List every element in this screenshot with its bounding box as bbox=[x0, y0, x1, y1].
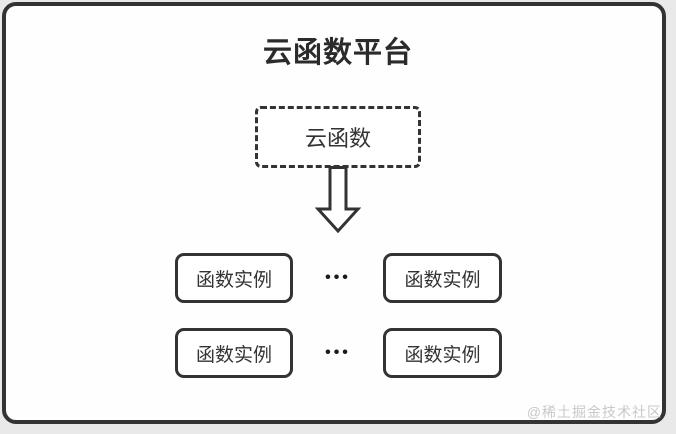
function-instance-label: 函数实例 bbox=[195, 344, 272, 366]
cloud-function-box: 云函数 bbox=[255, 106, 421, 168]
function-instance-label: 函数实例 bbox=[404, 344, 481, 366]
function-instance-label: 函数实例 bbox=[404, 269, 481, 291]
diagram-title: 云函数平台 bbox=[262, 37, 413, 69]
watermark: @稀土掘金技术社区 bbox=[526, 404, 662, 420]
cloud-function-label: 云函数 bbox=[304, 126, 371, 151]
ellipsis-dots: ••• bbox=[325, 269, 351, 286]
function-instance-label: 函数实例 bbox=[195, 269, 272, 291]
function-instance-box: 函数实例 bbox=[175, 253, 293, 303]
function-instance-box: 函数实例 bbox=[383, 328, 502, 378]
function-instance-box: 函数实例 bbox=[175, 328, 293, 378]
down-arrow-icon bbox=[314, 166, 362, 234]
ellipsis-dots: ••• bbox=[325, 344, 351, 361]
function-instance-box: 函数实例 bbox=[383, 253, 502, 303]
